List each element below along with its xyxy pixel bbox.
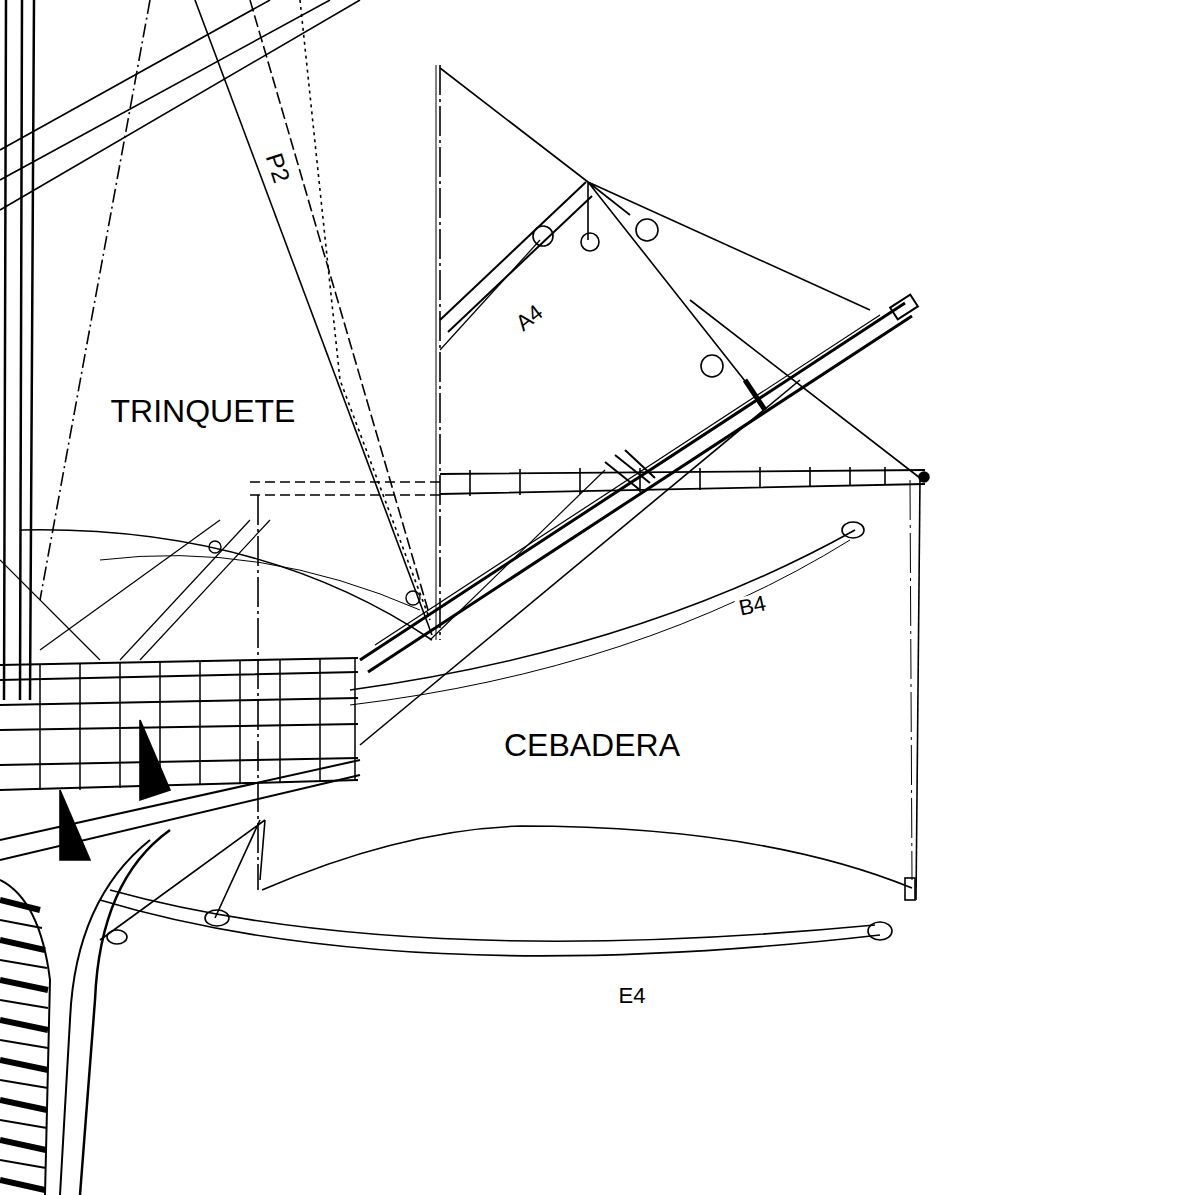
- callout-number: B4: [734, 592, 771, 620]
- sail-name: CEBADERA: [501, 729, 683, 761]
- sail-name: TRINQUETE: [108, 395, 299, 427]
- callout-number: P2: [261, 147, 295, 188]
- callout-number: A4: [509, 299, 548, 337]
- callout-number: E4: [616, 985, 649, 1007]
